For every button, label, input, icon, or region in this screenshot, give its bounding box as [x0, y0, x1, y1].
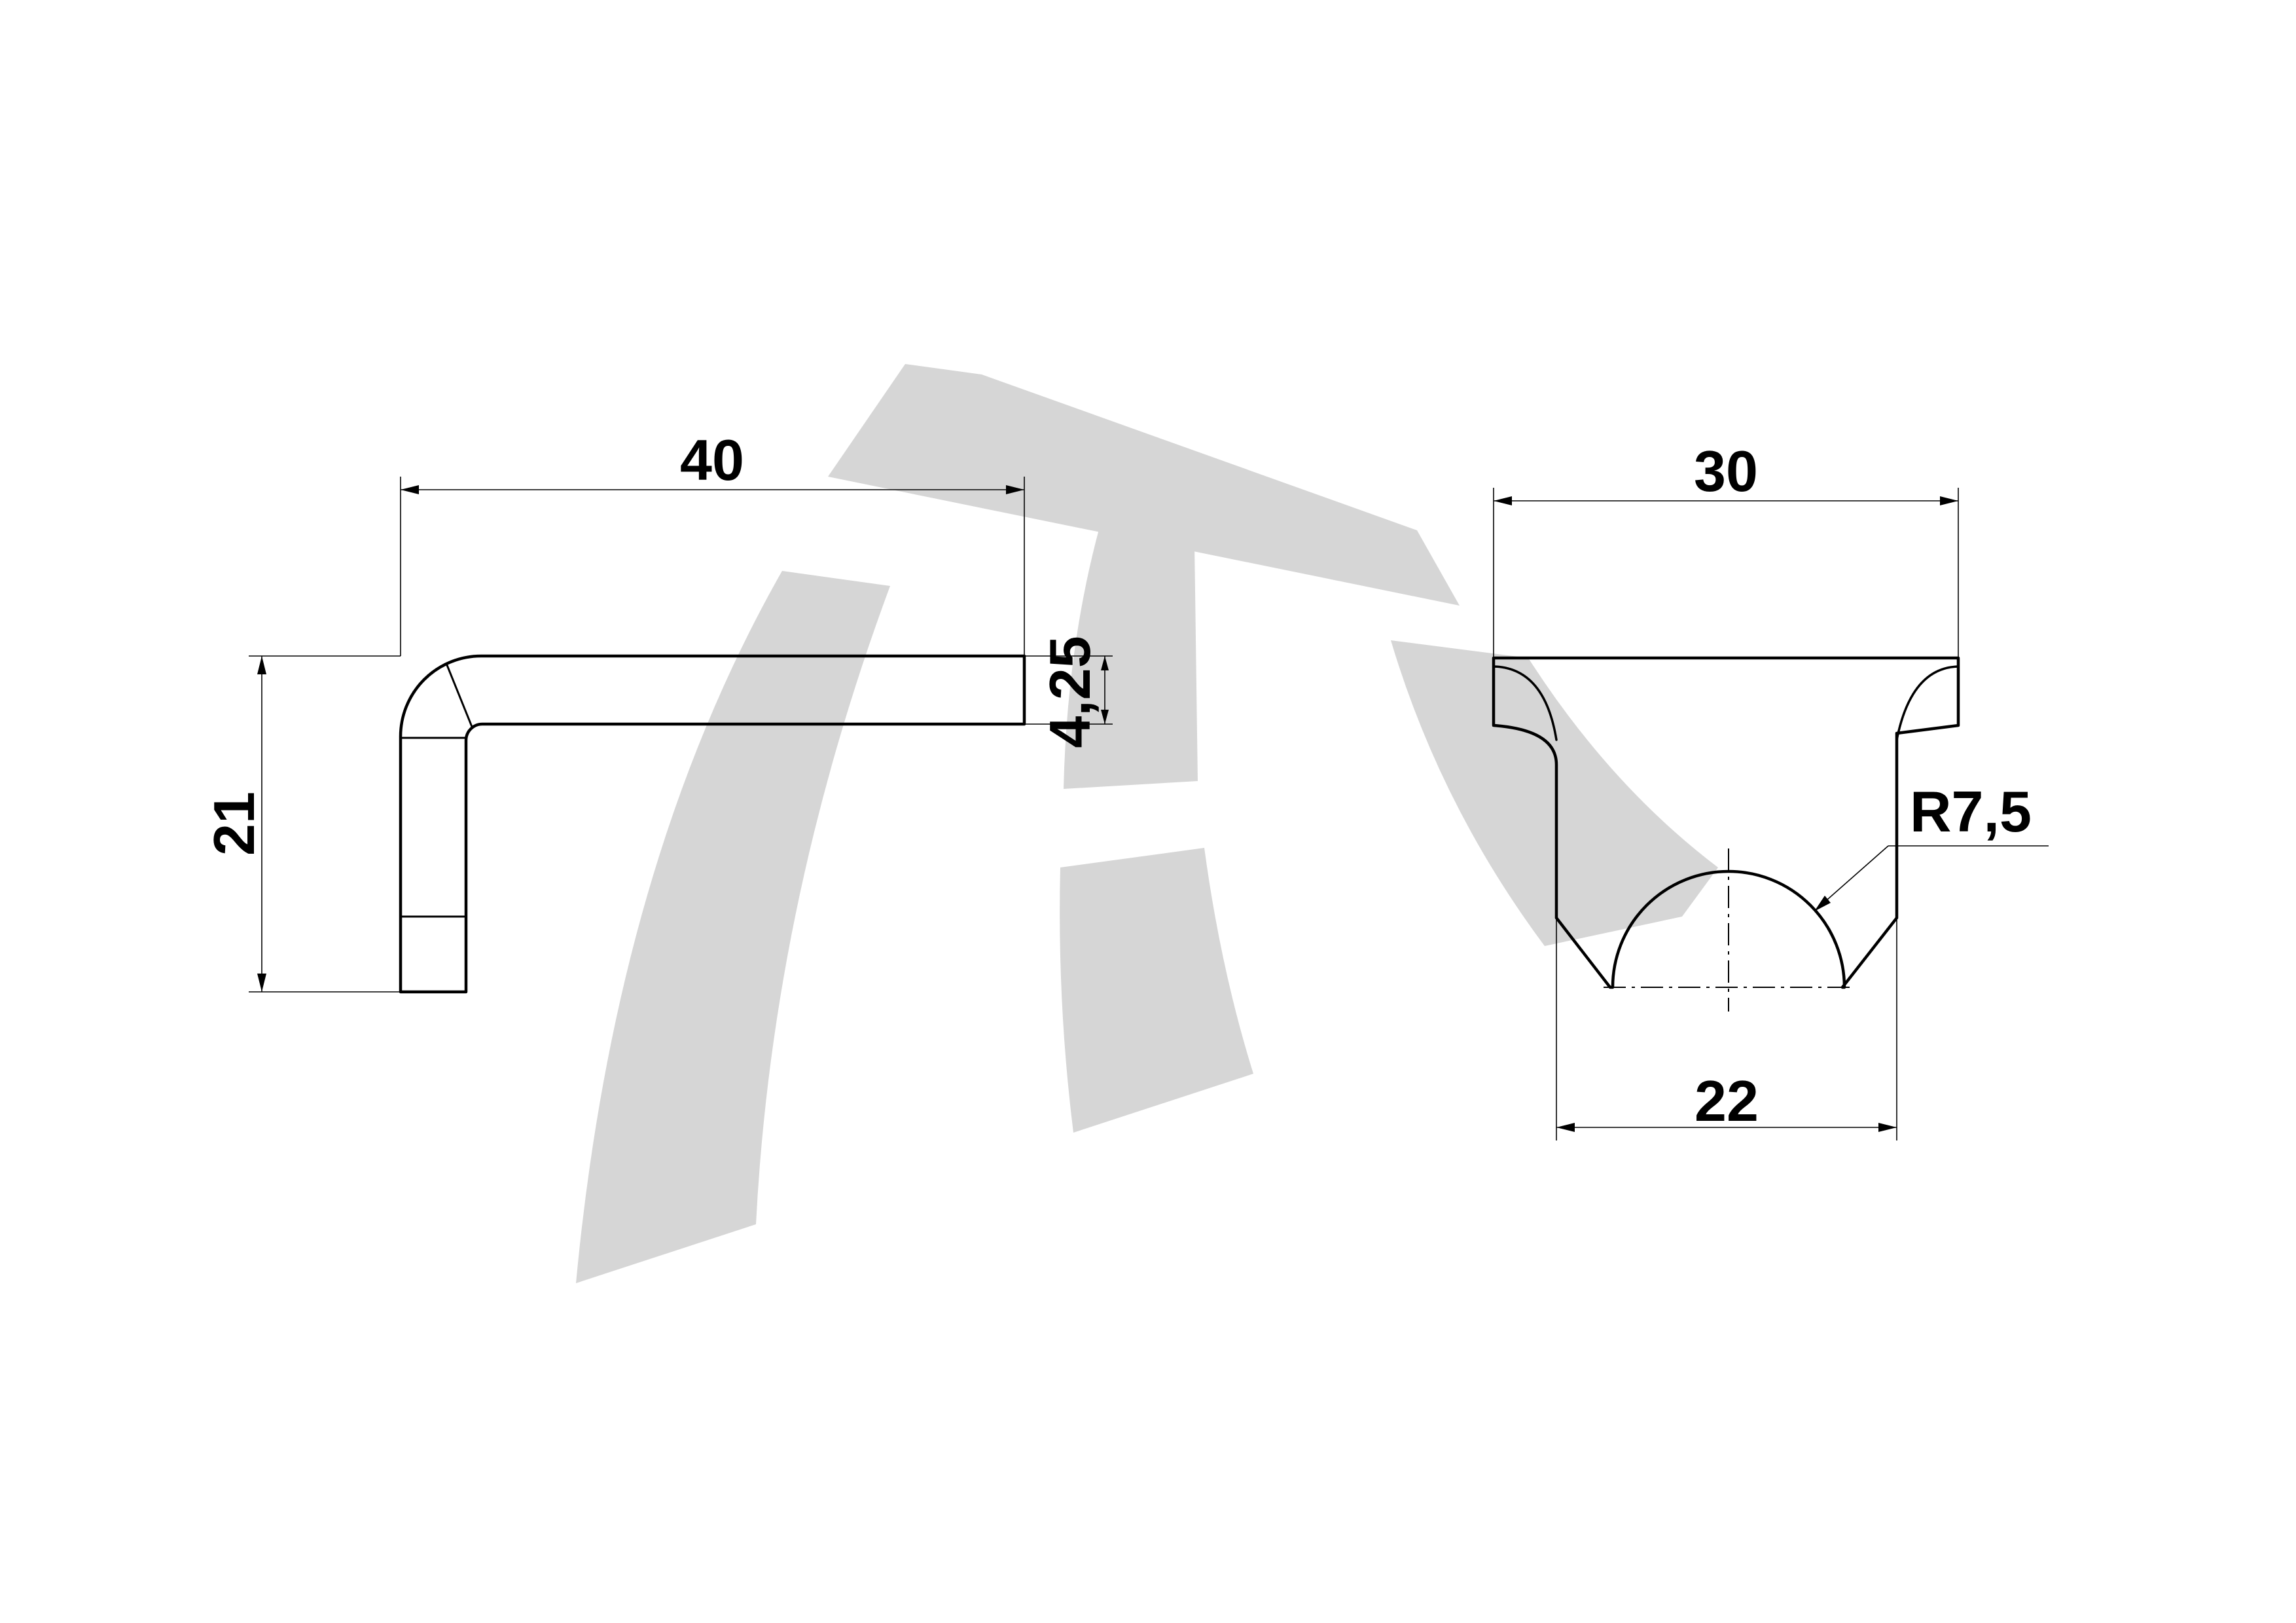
arrow-21-bottom: [257, 974, 266, 992]
watermark-top-bar: [828, 364, 1460, 606]
watermark-left-stroke: [576, 571, 890, 1283]
watermark-right-curve: [1391, 640, 1718, 946]
front-view: 30 22 R7,5: [1492, 439, 2049, 1140]
arrow-40-left: [401, 485, 419, 494]
dimension-21-label: 21: [202, 792, 266, 856]
arrow-425-bottom: [1101, 710, 1109, 724]
bend-radial-line: [446, 664, 473, 728]
watermark-center-foot: [1060, 848, 1253, 1133]
radius-leader-diagonal: [1816, 845, 1889, 909]
dimension-425-label: 4,25: [1037, 636, 1102, 748]
arrow-425-top: [1101, 656, 1109, 670]
dimension-22-label: 22: [1695, 1068, 1759, 1133]
arrow-21-top: [257, 656, 266, 674]
dimension-40-label: 40: [680, 428, 744, 492]
arrow-30-right: [1940, 496, 1958, 505]
watermark-logo: [576, 364, 1718, 1283]
arrow-radius: [1814, 896, 1831, 911]
l-profile-outline: [399, 654, 1026, 994]
side-view: 40 21 4,25: [202, 428, 1113, 994]
watermark-center-stem: [1064, 527, 1198, 789]
radius-label: R7,5: [1910, 779, 2032, 844]
dimension-30-label: 30: [1694, 439, 1758, 503]
left-fillet-curve: [1492, 665, 1558, 741]
arrow-30-left: [1494, 496, 1512, 505]
arrow-22-right: [1878, 1123, 1897, 1132]
arrow-22-left: [1556, 1123, 1575, 1132]
right-fillet-curve: [1895, 665, 1960, 741]
arrow-40-right: [1006, 485, 1024, 494]
handle-profile-outline: [1492, 656, 1960, 989]
